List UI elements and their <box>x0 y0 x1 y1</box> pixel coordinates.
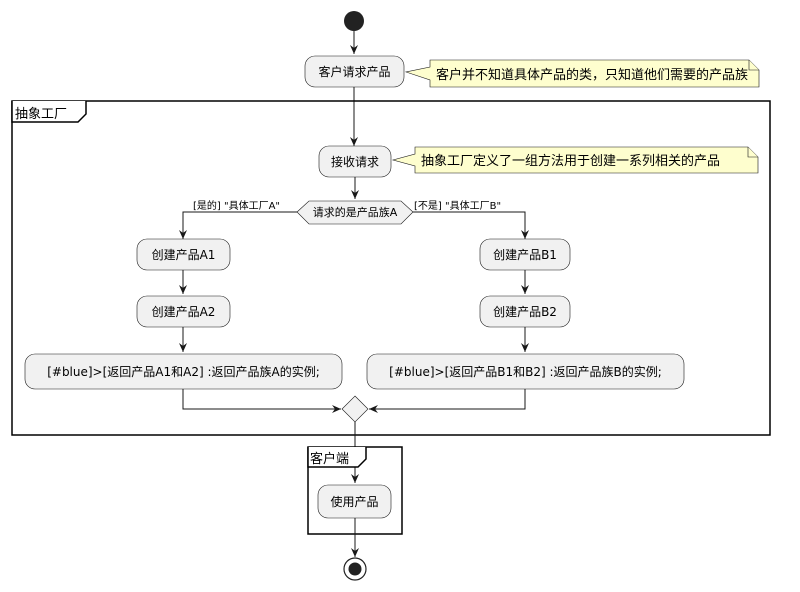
partition-abstract-factory: 抽象工厂 <box>11 100 771 436</box>
no-branch-label: [不是] "具体工厂B" <box>414 200 501 212</box>
partition-abstract-factory-title: 抽象工厂 <box>15 107 67 122</box>
activity-create-b1-label: 创建产品B1 <box>493 248 557 262</box>
activity-receive-request-label: 接收请求 <box>331 154 379 169</box>
flow-return-a-to-merge <box>182 389 341 413</box>
activity-client-request: 客户请求产品 <box>304 55 405 88</box>
activity-create-a1-label: 创建产品A1 <box>152 248 216 262</box>
activity-use-product-label: 使用产品 <box>330 494 378 509</box>
activity-create-a1: 创建产品A1 <box>136 238 231 271</box>
flow-return-b-to-merge <box>369 389 526 413</box>
activity-client-request-label: 客户请求产品 <box>318 64 390 79</box>
activity-return-a: [#blue]>[返回产品A1和A2] :返回产品族A的实例; <box>24 353 343 390</box>
activity-return-b: [#blue]>[返回产品B1和B2] :返回产品族B的实例; <box>366 353 685 390</box>
activity-create-a2-label: 创建产品A2 <box>152 305 216 319</box>
activity-create-b2-label: 创建产品B2 <box>493 305 557 319</box>
merge-node <box>341 395 369 423</box>
end-node <box>343 557 367 581</box>
note-factory-text: 抽象工厂定义了一组方法用于创建一系列相关的产品 <box>421 153 720 169</box>
activity-return-a-label: [#blue]>[返回产品A1和A2] :返回产品族A的实例; <box>47 364 320 379</box>
note-client: 客户并不知道具体产品的类，只知道他们需要的产品族 <box>404 59 760 88</box>
decision-question: 请求的是产品族A <box>313 205 398 219</box>
activity-use-product: 使用产品 <box>317 484 392 519</box>
partition-client: 客户端 <box>307 446 403 535</box>
activity-return-b-label: [#blue]>[返回产品B1和B2] :返回产品族B的实例; <box>389 364 662 379</box>
partition-client-title: 客户端 <box>310 451 349 467</box>
yes-branch-label: [是的] "具体工厂A" <box>193 199 280 212</box>
start-node <box>344 11 364 31</box>
note-factory: 抽象工厂定义了一组方法用于创建一系列相关的产品 <box>391 146 759 174</box>
activity-receive-request: 接收请求 <box>318 145 392 178</box>
note-client-text: 客户并不知道具体产品的类，只知道他们需要的产品族 <box>436 67 748 83</box>
flow-no-branch <box>413 211 529 239</box>
decision-product-family: 请求的是产品族A <box>296 200 414 225</box>
activity-create-a2: 创建产品A2 <box>136 295 231 328</box>
flow-yes-branch <box>179 211 297 239</box>
activity-create-b1: 创建产品B1 <box>479 238 571 271</box>
activity-create-b2: 创建产品B2 <box>479 295 571 328</box>
